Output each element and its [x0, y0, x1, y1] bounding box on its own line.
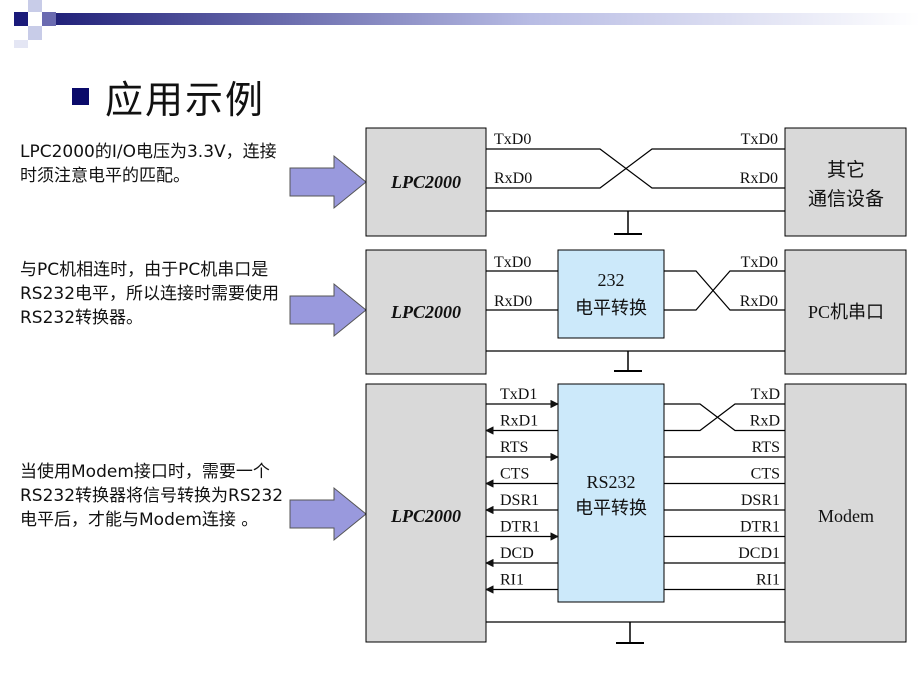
diagram2-tx-left: TxD0 — [494, 254, 531, 271]
diagram2-tx-right: TxD0 — [741, 254, 778, 271]
diagram2-mcu-box — [365, 249, 487, 375]
diagram3-left-signal-label: RI1 — [500, 572, 524, 589]
diagram2-mcu-label: LPC2000 — [390, 302, 461, 322]
diagram1-tx-left: TxD0 — [494, 131, 531, 148]
diagram3-converter-label-2: 电平转换 — [575, 498, 647, 518]
diagram2-device-box — [784, 249, 907, 375]
diagram2-rx-left: RxD0 — [494, 293, 532, 310]
diagram3-right-signal-label: TxD — [751, 386, 780, 403]
arrow-icon-2 — [289, 282, 367, 338]
diagram2-device-label: PC机串口 — [808, 302, 884, 322]
diagram3-left-signal-label: DCD — [500, 545, 534, 562]
diagram3-left-signal-label: DTR1 — [500, 519, 540, 536]
header-square-3 — [28, 26, 42, 40]
diagram1-device-label-1: 其它 — [827, 159, 865, 181]
diagram1-rx-left: RxD0 — [494, 170, 532, 187]
diagram3-left-signal-label: TxD1 — [500, 386, 537, 403]
diagram1-rx-right: RxD0 — [740, 170, 778, 187]
header-gradient-bar — [56, 13, 920, 25]
diagram3-left-signal-label: RxD1 — [500, 413, 538, 430]
diagram3-converter-box — [557, 383, 665, 603]
arrow-icon-3 — [289, 486, 367, 542]
diagram1-rx-line — [486, 148, 785, 189]
note-2: 与PC机相连时，由于PC机串口是RS232电平，所以连接时需要使用RS232转换… — [20, 260, 280, 328]
diagram2-converter-box — [557, 249, 665, 339]
diagram3-left-signal-label: CTS — [500, 466, 529, 483]
diagram3-right-signal-label: DCD1 — [738, 545, 780, 562]
diagram3-right-signal-label: DSR1 — [741, 492, 780, 509]
diagram2-rx-right: RxD0 — [740, 293, 778, 310]
title-text: 应用示例 — [105, 77, 266, 122]
diagram3-right-signal-label: RTS — [752, 439, 780, 456]
diagram1-mcu-box — [365, 127, 487, 237]
diagram-2: LPC2000 232 电平转换 PC机串口 TxD0 RxD0 TxD0 Rx… — [365, 249, 907, 375]
diagram-3: LPC2000 RS232 电平转换 Modem TxD1 TxD RxD1 RxD R… — [365, 383, 907, 644]
diagram-1: LPC2000 其它 通信设备 TxD0 RxD0 TxD0 RxD0 — [365, 127, 907, 237]
note-1: LPC2000的I/O电压为3.3V，连接时须注意电平的匹配。 — [20, 142, 277, 186]
diagram1-tx-right: TxD0 — [741, 131, 778, 148]
header-square-5 — [14, 40, 28, 48]
header-square-2 — [28, 0, 42, 12]
diagram1-device-label-2: 通信设备 — [808, 188, 884, 210]
note-3: 当使用Modem接口时，需要一个RS232转换器将信号转换为RS232电平后，才… — [20, 462, 284, 530]
diagram3-right-signal-label: RxD — [750, 413, 780, 430]
diagram2-cross-b — [664, 270, 785, 311]
diagram3-device-label: Modem — [818, 506, 874, 526]
diagram1-device-box — [784, 127, 907, 237]
header-decoration — [0, 0, 920, 48]
diagram2-converter-label-1: 232 — [598, 270, 625, 290]
diagram3-left-signal-label: DSR1 — [500, 492, 539, 509]
diagram3-mcu-label: LPC2000 — [390, 506, 461, 526]
header-square-4 — [42, 12, 56, 26]
header-square-1 — [14, 12, 28, 26]
diagram3-right-signal-label: RI1 — [756, 572, 780, 589]
diagram3-right-signal-label: DTR1 — [740, 519, 780, 536]
diagram3-converter-label-1: RS232 — [586, 472, 635, 492]
diagram1-mcu-label: LPC2000 — [390, 172, 461, 192]
diagram3-mcu-box — [365, 383, 487, 643]
diagram3-right-signal-label: CTS — [751, 466, 780, 483]
title-bullet-icon — [72, 87, 89, 105]
diagram3-device-box — [784, 383, 907, 643]
arrow-icon-1 — [289, 154, 367, 210]
diagram3-cross-b — [664, 403, 785, 432]
slide-title: 应用示例 — [72, 72, 265, 122]
diagram2-converter-label-2: 电平转换 — [575, 298, 647, 318]
diagram3-left-signal-label: RTS — [500, 439, 528, 456]
